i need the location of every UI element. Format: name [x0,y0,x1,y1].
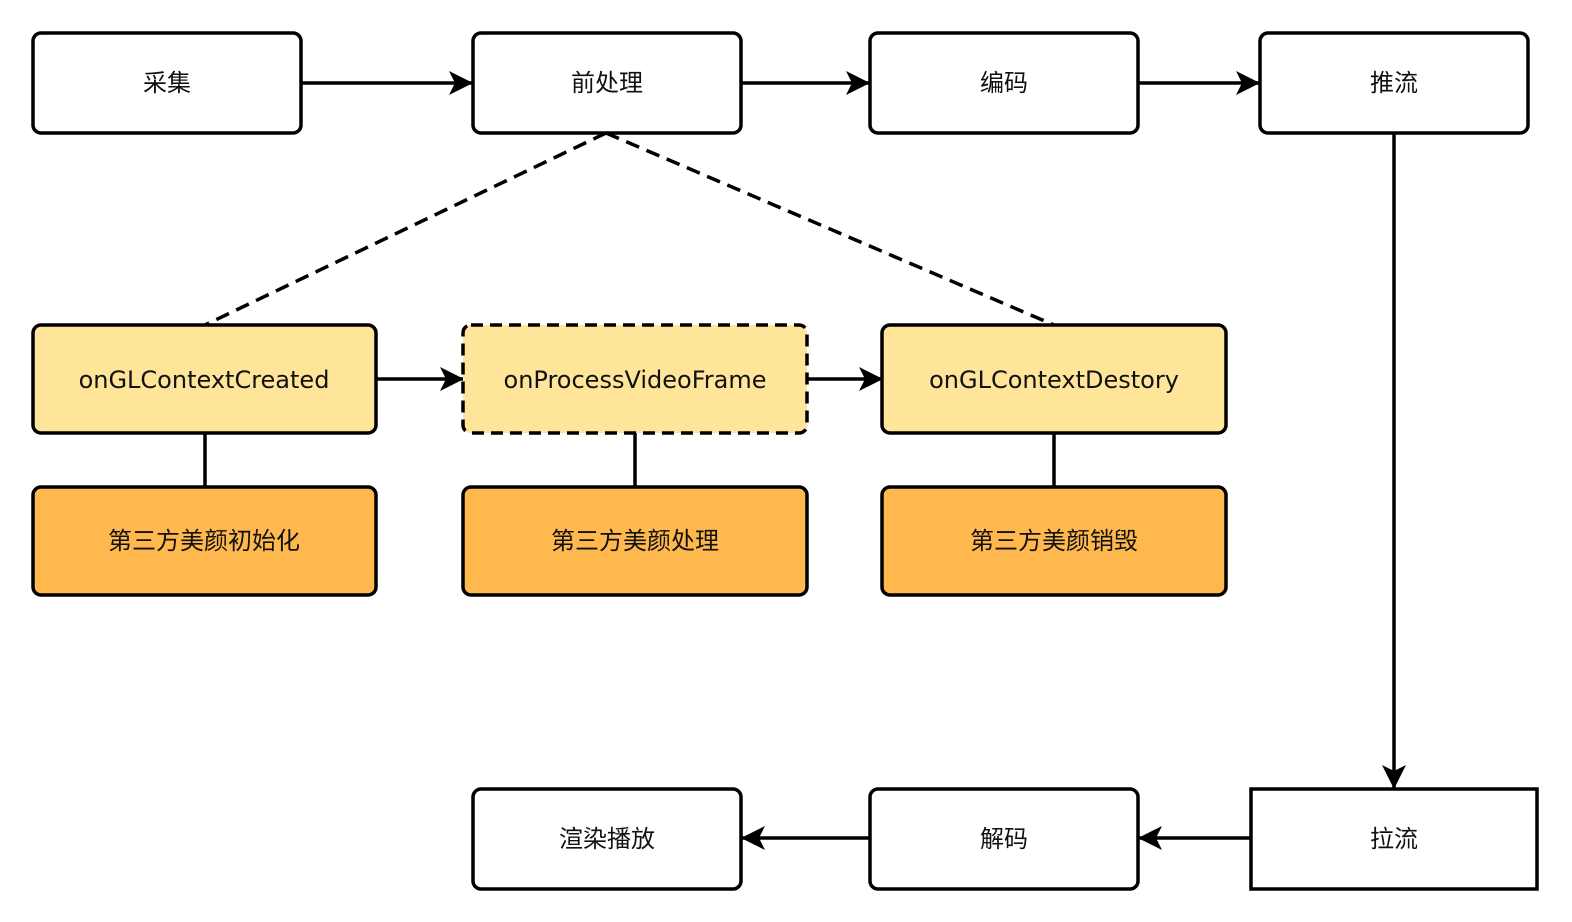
node-beauty-process: 第三方美颜处理 [461,485,809,597]
node-push-label: 推流 [1370,69,1418,97]
node-beauty-init-label: 第三方美颜初始化 [108,527,300,555]
node-beauty-init: 第三方美颜初始化 [31,485,378,597]
node-capture-label: 采集 [143,69,191,97]
node-decode: 解码 [868,787,1140,891]
node-process-video-frame-label: onProcessVideoFrame [504,366,767,394]
node-capture: 采集 [31,31,303,135]
node-pull: 拉流 [1249,787,1539,891]
node-render-label: 渲染播放 [559,825,655,853]
node-pull-label: 拉流 [1370,825,1418,853]
node-gl-context-destory-label: onGLContextDestory [929,366,1179,394]
node-preprocess-label: 前处理 [571,69,643,97]
node-process-video-frame: onProcessVideoFrame [461,323,809,435]
edge-preprocess-glcreated [204,131,607,327]
node-push: 推流 [1258,31,1530,135]
node-beauty-process-label: 第三方美颜处理 [551,527,719,555]
node-encode-label: 编码 [980,69,1028,97]
node-beauty-destroy-label: 第三方美颜销毁 [970,527,1138,555]
node-gl-context-created: onGLContextCreated [31,323,378,435]
node-gl-context-created-label: onGLContextCreated [79,366,330,394]
node-gl-context-destory: onGLContextDestory [880,323,1228,435]
node-encode: 编码 [868,31,1140,135]
node-beauty-destroy: 第三方美颜销毁 [880,485,1228,597]
edge-preprocess-gldestroy [605,131,1055,327]
node-render: 渲染播放 [471,787,743,891]
node-preprocess: 前处理 [471,31,743,135]
node-decode-label: 解码 [980,825,1028,853]
